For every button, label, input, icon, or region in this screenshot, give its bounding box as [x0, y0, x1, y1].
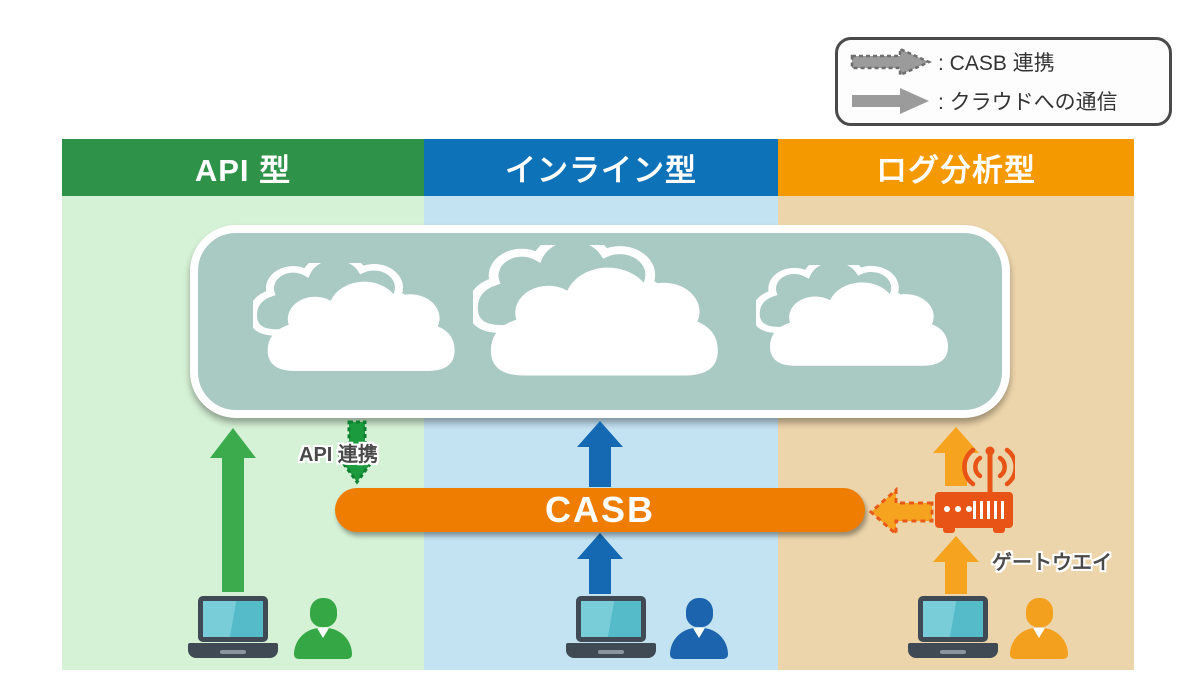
legend-label-casb-link: : CASB 連携 — [938, 52, 1055, 75]
header-inline-type-label: インライン型 — [505, 153, 697, 188]
solid-gray-arrow-icon — [852, 88, 929, 114]
dashed-gray-arrow-icon — [850, 47, 932, 77]
casb-link-dashed-left-arrow — [868, 487, 934, 537]
cloud-icon — [756, 265, 948, 366]
legend-row-casb-link: : CASB 連携 — [850, 46, 1157, 78]
inline-traffic-up-arrow-top — [577, 421, 623, 487]
router-leds — [944, 506, 972, 512]
header-log-analysis-type-label: ログ分析型 — [876, 153, 1036, 188]
inline-traffic-up-arrow-bottom — [577, 533, 623, 594]
legend-box: : CASB 連携 : クラウドへの通信 — [835, 37, 1172, 126]
cloud-icon — [253, 263, 455, 371]
laptop-icon — [188, 596, 278, 658]
log-traffic-up-arrow-top — [933, 427, 979, 486]
cloud-icon — [473, 245, 718, 376]
casb-bar: CASB — [335, 488, 865, 532]
header-api-type-label: API 型 — [194, 153, 292, 188]
legend-label-cloud-traffic: : クラウドへの通信 — [938, 91, 1118, 114]
laptop-icon — [566, 596, 656, 658]
router-grill — [973, 501, 1006, 519]
laptop-icon — [908, 596, 998, 658]
user-icon — [1010, 598, 1068, 659]
api-link-label: API 連携 — [299, 444, 378, 466]
api-link-dashed-down-arrow — [336, 420, 378, 485]
legend-row-cloud-traffic: : クラウドへの通信 — [850, 85, 1157, 117]
wifi-signal-icon — [962, 446, 1015, 493]
header-inline-type: インライン型 — [424, 139, 778, 196]
log-traffic-up-arrow-bottom — [933, 536, 979, 594]
api-traffic-up-arrow — [210, 428, 256, 592]
cloud-services-container — [190, 225, 1010, 418]
user-icon — [294, 598, 352, 659]
gateway-label: ゲートウエイ — [992, 552, 1112, 574]
user-icon — [670, 598, 728, 659]
casb-label: CASB — [544, 489, 655, 530]
header-api-type: API 型 — [62, 139, 424, 196]
header-log-analysis-type: ログ分析型 — [778, 139, 1134, 196]
gateway-router-icon — [935, 492, 1013, 533]
